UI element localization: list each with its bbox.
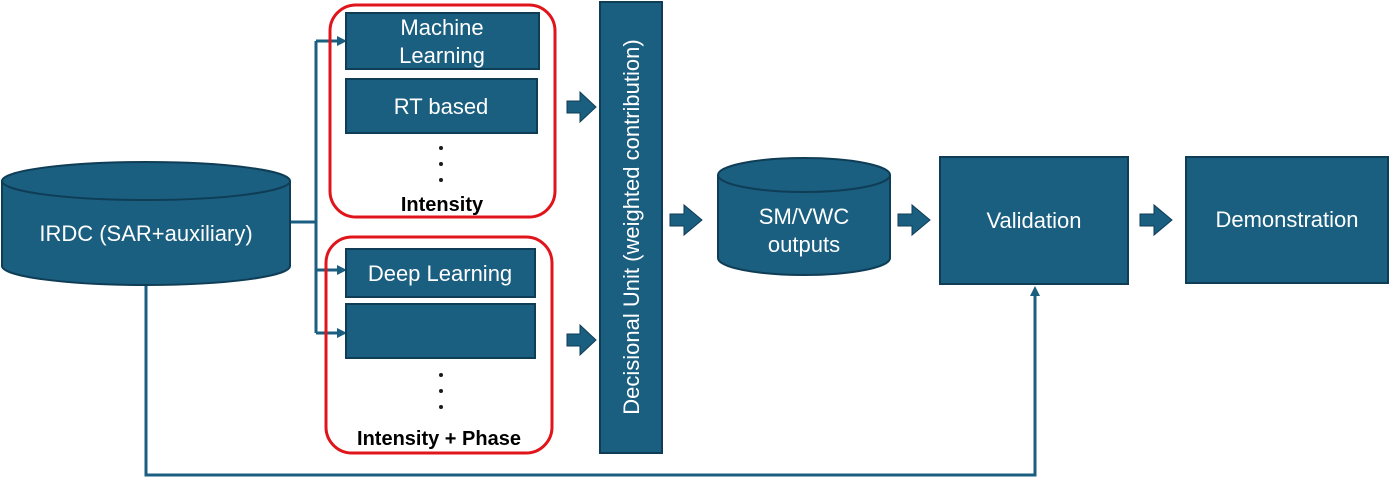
- validation-box: Validation: [939, 156, 1129, 285]
- source-database-label: IRDC (SAR+auxiliary): [39, 221, 252, 246]
- outputs-database: SM/VWC outputs: [717, 157, 891, 276]
- intensity-phase-group-label: Intensity + Phase: [357, 428, 521, 450]
- demonstration-box: Demonstration: [1185, 156, 1389, 284]
- validation-label: Validation: [987, 208, 1082, 233]
- machine-learning-label-line1: Machine: [400, 15, 483, 40]
- machine-learning-box: Machine Learning: [345, 12, 540, 70]
- intensity-phase-ellipsis: [439, 373, 443, 409]
- rt-based-box: RT based: [345, 78, 538, 134]
- source-database: IRDC (SAR+auxiliary): [1, 161, 291, 286]
- rt-based-label: RT based: [394, 94, 489, 119]
- outputs-database-label-line1: SM/VWC: [759, 204, 850, 229]
- empty-method-box: [345, 303, 536, 359]
- intensity-group-label: Intensity: [401, 194, 484, 216]
- outputs-database-label-line2: outputs: [768, 232, 840, 257]
- decisional-unit: Decisional Unit (weighted contribution): [599, 1, 663, 454]
- arrow-intensity-phase-to-decision: [566, 323, 597, 357]
- connector-source-to-validation: [144, 284, 1040, 477]
- machine-learning-label-line2: Learning: [399, 43, 485, 68]
- arrow-validation-to-demonstration: [1139, 203, 1173, 237]
- intensity-ellipsis: [439, 146, 443, 182]
- decisional-unit-label: Decisional Unit (weighted contribution): [619, 39, 644, 414]
- intensity-phase-group: [324, 235, 554, 455]
- intensity-group: [328, 3, 557, 219]
- arrow-decision-to-outputs: [669, 203, 703, 237]
- deep-learning-label: Deep Learning: [368, 261, 512, 286]
- deep-learning-box: Deep Learning: [345, 248, 536, 298]
- arrow-intensity-to-decision: [566, 90, 597, 124]
- demonstration-label: Demonstration: [1215, 207, 1358, 232]
- arrow-outputs-to-validation: [897, 203, 931, 237]
